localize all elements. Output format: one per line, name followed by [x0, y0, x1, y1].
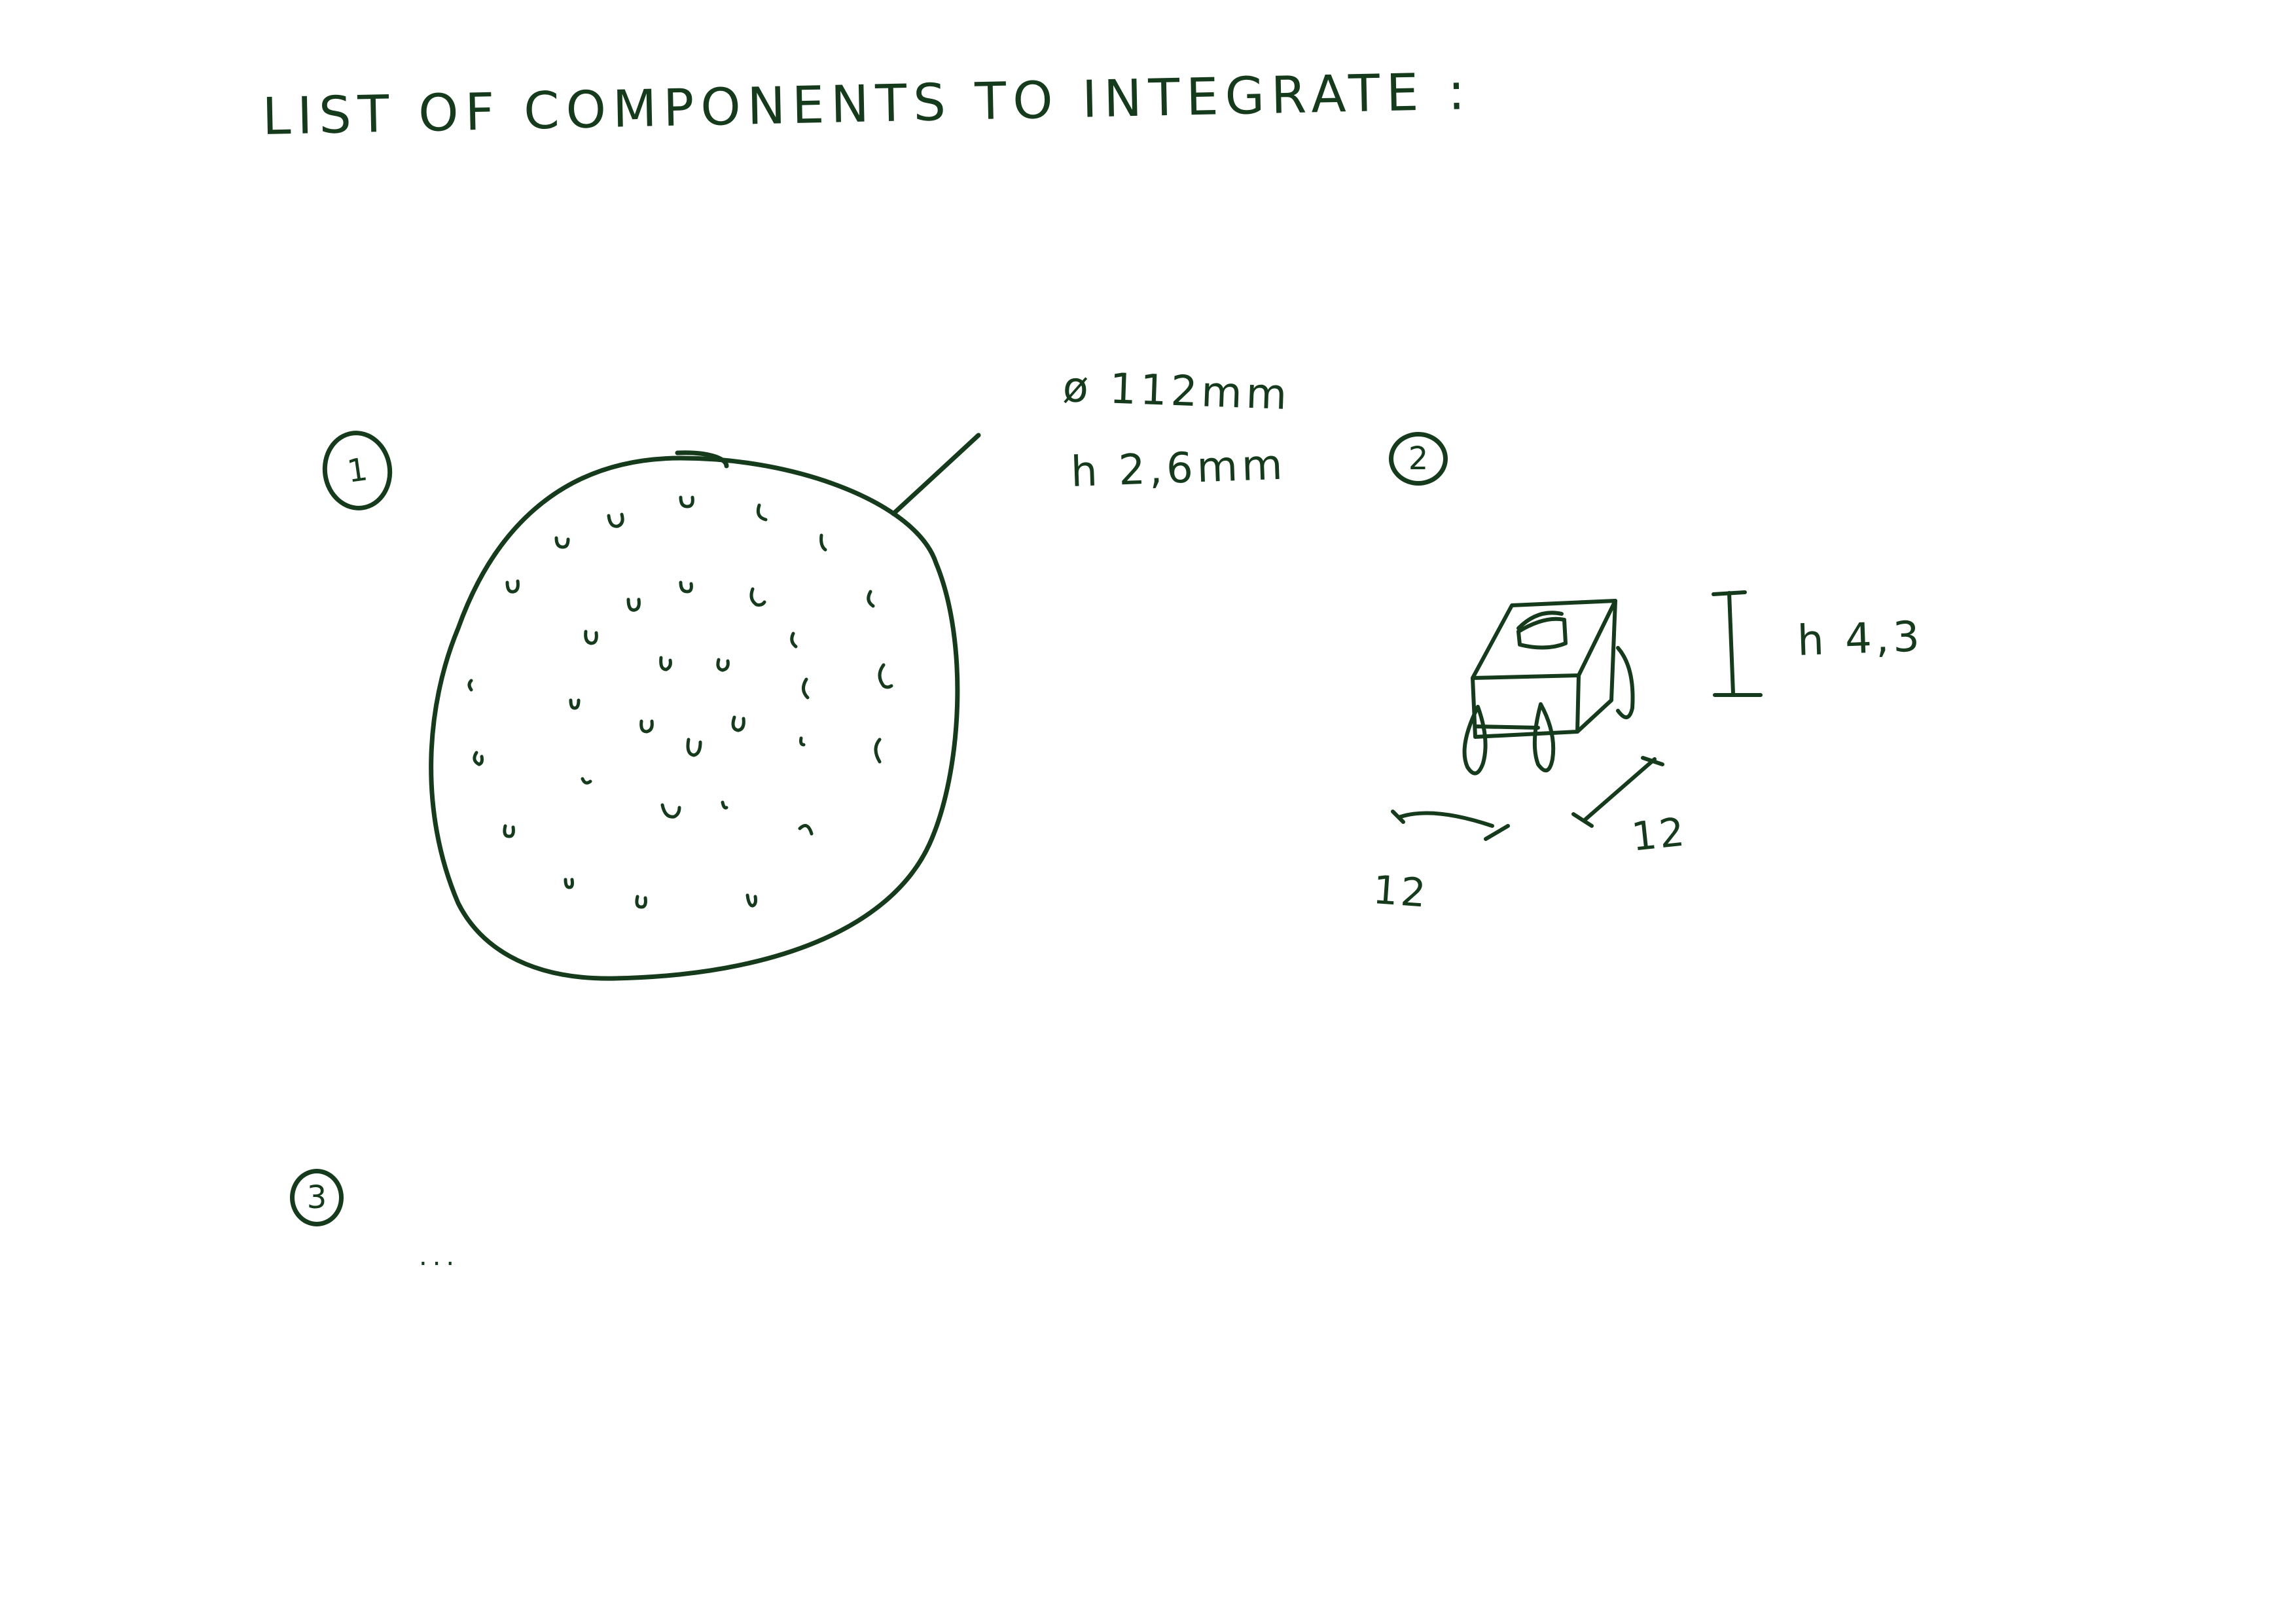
- item-2-width-label: 12: [1371, 867, 1430, 917]
- item-2-depth-label: 12: [1629, 809, 1689, 861]
- item-3-marker: 3: [290, 1169, 344, 1226]
- disc-outline: [429, 455, 960, 981]
- item-3-ellipsis: ...: [419, 1241, 460, 1272]
- item-2-marker: 2: [1389, 432, 1448, 486]
- item-2-height-label: h 4,3: [1796, 613, 1924, 666]
- diameter-leader-line: [891, 433, 981, 516]
- item-3-number: 3: [306, 1179, 327, 1216]
- item-2-number: 2: [1408, 440, 1429, 477]
